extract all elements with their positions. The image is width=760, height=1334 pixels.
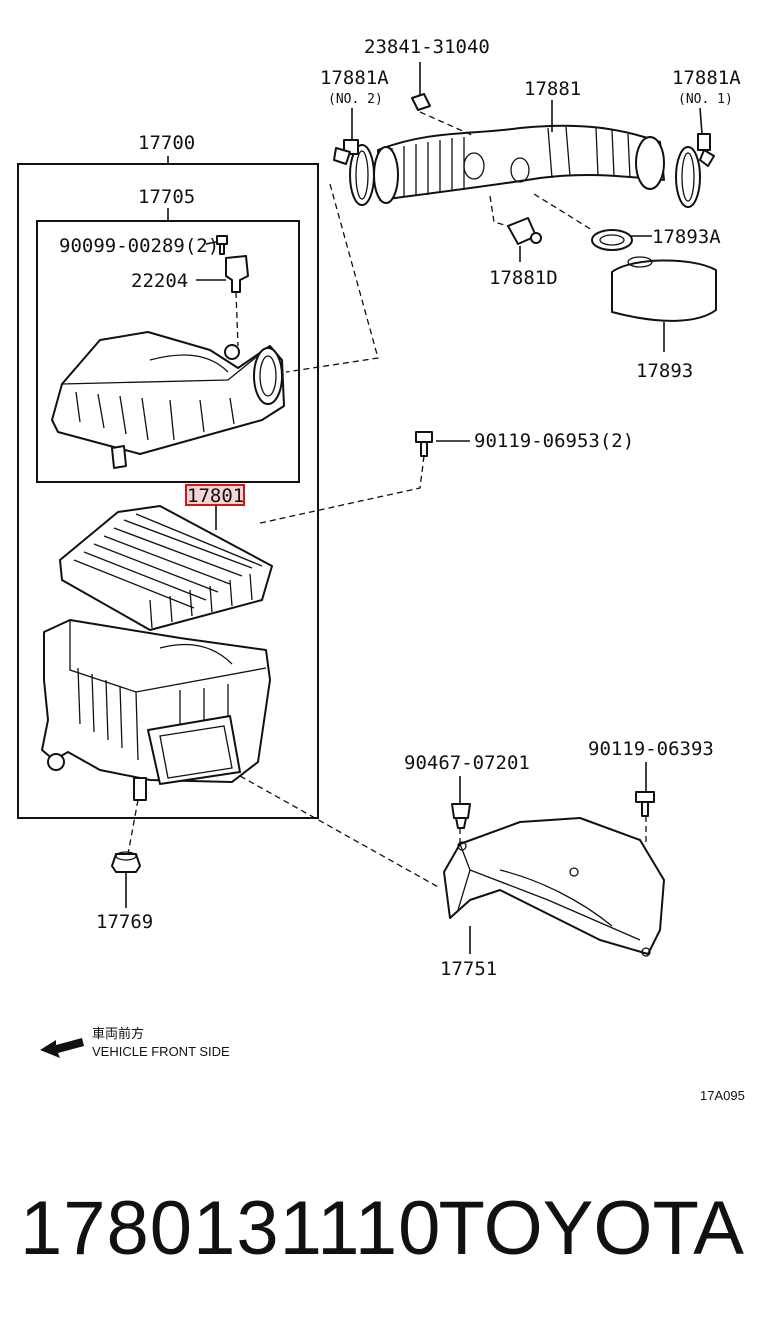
clip-fastener[interactable] bbox=[451, 803, 471, 829]
intake-hose[interactable] bbox=[373, 124, 665, 204]
clamp-no1[interactable] bbox=[675, 133, 715, 208]
front-arrow-icon bbox=[40, 1038, 84, 1058]
bolt-upper[interactable] bbox=[415, 431, 433, 457]
air-cleaner-case[interactable] bbox=[41, 619, 271, 801]
label-hose: 17881 bbox=[524, 78, 581, 100]
label-clip: 90467-07201 bbox=[404, 752, 530, 774]
label-clamp-no2-sub: (NO. 2) bbox=[328, 92, 383, 107]
label-grommet: 17769 bbox=[96, 911, 153, 933]
label-screw: 90099-00289(2) bbox=[59, 235, 219, 257]
sensor-clip[interactable] bbox=[507, 217, 542, 245]
label-resonator-clamp: 17893A bbox=[652, 226, 721, 248]
note-jp: 車両前方 bbox=[92, 1026, 144, 1041]
resonator-clamp[interactable] bbox=[591, 229, 633, 251]
label-resonator: 17893 bbox=[636, 360, 693, 382]
note-en: VEHICLE FRONT SIDE bbox=[92, 1044, 230, 1059]
label-bolt-b: 90119-06393 bbox=[588, 738, 714, 760]
brand-name: TOYOTA bbox=[438, 1186, 744, 1271]
reference-code: 17A095 bbox=[700, 1088, 745, 1103]
cleaner-cap[interactable] bbox=[51, 331, 285, 469]
footer: 1780131110 TOYOTA bbox=[0, 1185, 760, 1285]
mass-air-flow-sensor[interactable] bbox=[225, 255, 249, 293]
label-element: 17801 bbox=[187, 485, 244, 507]
air-filter-element[interactable] bbox=[59, 505, 273, 631]
dashed-guides bbox=[127, 111, 647, 889]
label-inlet: 17751 bbox=[440, 958, 497, 980]
label-sensor: 22204 bbox=[131, 270, 188, 292]
label-clamp-no1-sub: (NO. 1) bbox=[678, 92, 733, 107]
label-cap-sub: 17705 bbox=[138, 186, 195, 208]
label-clamp-no2: 17881A bbox=[320, 67, 389, 89]
cap-screw[interactable] bbox=[216, 235, 228, 255]
element-highlight bbox=[185, 484, 245, 506]
label-sensor-clip: 17881D bbox=[489, 267, 558, 289]
grommet[interactable] bbox=[111, 851, 141, 873]
bolt-lower[interactable] bbox=[635, 791, 655, 817]
air-inlet[interactable] bbox=[443, 817, 665, 957]
label-clamp-no1: 17881A bbox=[672, 67, 741, 89]
small-clamp[interactable] bbox=[411, 93, 431, 111]
clamp-no2[interactable] bbox=[333, 139, 375, 206]
label-clamp-part: 23841-31040 bbox=[364, 36, 490, 58]
resonator[interactable] bbox=[611, 256, 717, 322]
label-assembly: 17700 bbox=[138, 132, 195, 154]
label-bolt-a: 90119-06953(2) bbox=[474, 430, 634, 452]
leader-lines bbox=[125, 62, 703, 954]
part-number: 1780131110 bbox=[20, 1186, 442, 1271]
